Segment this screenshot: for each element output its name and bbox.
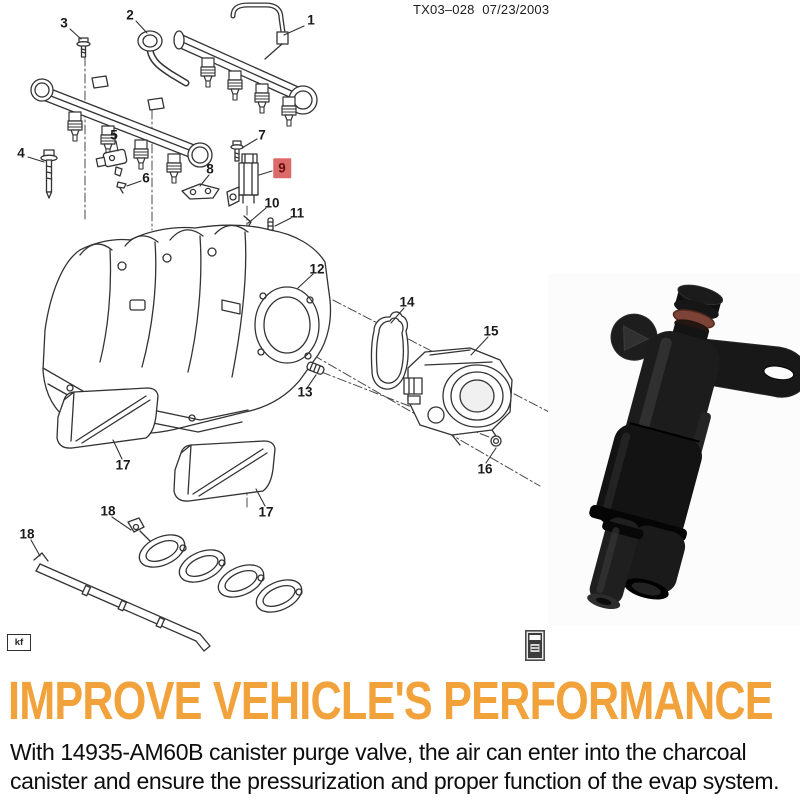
callout-6: 6 — [142, 170, 150, 186]
callout-5: 5 — [110, 127, 118, 143]
callout-13: 13 — [297, 384, 313, 400]
callout-2: 2 — [126, 7, 134, 23]
callout-16: 16 — [477, 461, 493, 477]
description-line-1: With 14935-AM60B canister purge valve, t… — [10, 739, 747, 765]
product-description: With 14935-AM60B canister purge valve, t… — [10, 738, 780, 796]
description-line-2: canister and ensure the pressurization a… — [10, 768, 780, 794]
callout-1: 1 — [307, 12, 315, 28]
callout-9-highlighted: 9 — [273, 158, 291, 178]
document-code: TX03–028 — [413, 2, 475, 17]
purge-valve-photo — [587, 284, 800, 610]
document-date: 07/23/2003 — [482, 2, 550, 17]
parts-diagram-drawing — [27, 2, 552, 652]
callout-11: 11 — [289, 205, 305, 221]
callout-15: 15 — [483, 323, 499, 339]
document-header: TX03–028 07/23/2003 — [413, 2, 549, 17]
callout-8: 8 — [206, 161, 214, 177]
callout-7: 7 — [258, 127, 266, 143]
callout-4: 4 — [17, 145, 25, 161]
product-photo — [548, 274, 800, 626]
document-stamp-icon — [525, 630, 545, 666]
callout-17-a: 17 — [115, 457, 131, 473]
callout-18-b: 18 — [19, 526, 35, 542]
parts-diagram: 1 2 3 4 5 6 7 8 9 10 11 12 13 14 15 16 1… — [7, 2, 552, 652]
callout-18-a: 18 — [100, 503, 116, 519]
marketing-headline: IMPROVE VEHICLE'S PERFORMANCE — [8, 671, 774, 731]
callout-14: 14 — [399, 294, 415, 310]
callout-17-b: 17 — [258, 504, 274, 520]
callout-10: 10 — [264, 195, 280, 211]
diagram-corner-mark: kf — [7, 634, 31, 651]
callout-3: 3 — [60, 15, 68, 31]
callout-12: 12 — [309, 261, 325, 277]
corner-mark-text: kf — [14, 637, 24, 648]
